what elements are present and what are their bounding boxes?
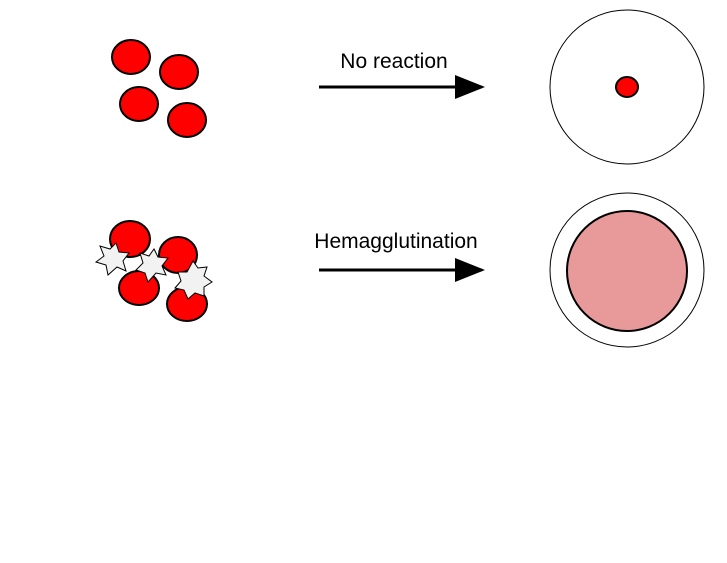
row-no-reaction: No reaction — [111, 9, 705, 165]
well-no-reaction — [549, 9, 705, 165]
red-blood-cell-icon — [167, 102, 207, 138]
red-blood-cell-icon — [159, 54, 199, 90]
row-hemagglutination: Hemagglutination — [94, 192, 705, 348]
hemagglutination-label: Hemagglutination — [314, 230, 477, 253]
red-cells-group — [111, 39, 207, 138]
virus-particle-icon — [135, 248, 169, 283]
red-cell-button — [615, 76, 639, 98]
no-reaction-label: No reaction — [340, 50, 447, 73]
red-blood-cell-icon — [109, 220, 151, 258]
well-hemagglutination — [549, 192, 705, 348]
virus-particle-icon — [94, 242, 130, 276]
red-blood-cell-icon — [111, 39, 151, 75]
red-blood-cell-icon — [119, 86, 159, 122]
diffuse-mat — [566, 210, 688, 332]
agglutinated-cells-group — [94, 220, 213, 322]
virus-particle-icon — [174, 260, 213, 300]
